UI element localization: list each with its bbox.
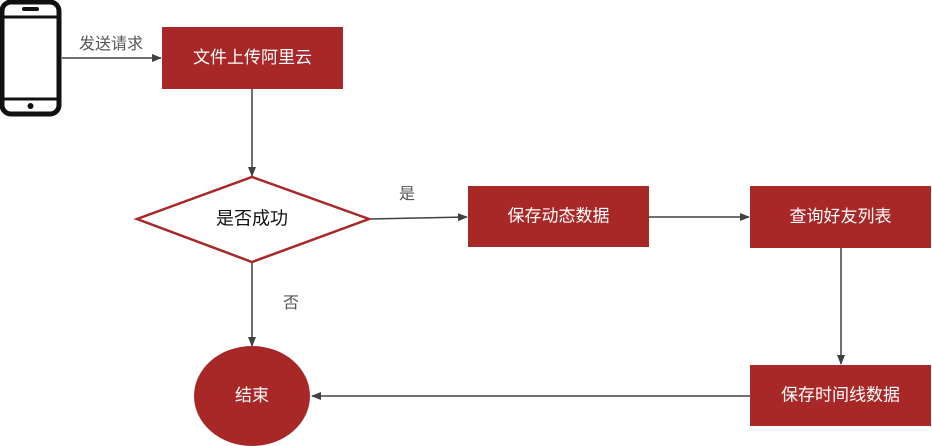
node-save-timeline-label: 保存时间线数据 [781,386,900,406]
node-save-dynamic: 保存动态数据 [468,186,649,247]
node-save-dynamic-label: 保存动态数据 [508,207,610,227]
node-query-friends-label: 查询好友列表 [790,207,892,227]
node-save-timeline: 保存时间线数据 [750,365,931,426]
node-decision-label: 是否成功 [216,209,288,230]
arrow-decision-to-save-dynamic [368,213,468,222]
node-upload: 文件上传阿里云 [162,27,343,89]
smartphone-icon [0,0,62,117]
node-end-label: 结束 [235,386,269,406]
edge-label-no: 否 [283,293,299,312]
node-upload-label: 文件上传阿里云 [193,48,312,68]
node-end: 结束 [194,346,310,446]
edge-label-yes: 是 [399,184,415,203]
edge-label-send-request: 发送请求 [79,34,143,53]
node-decision: 是否成功 [133,175,373,264]
node-query-friends: 查询好友列表 [750,186,931,248]
